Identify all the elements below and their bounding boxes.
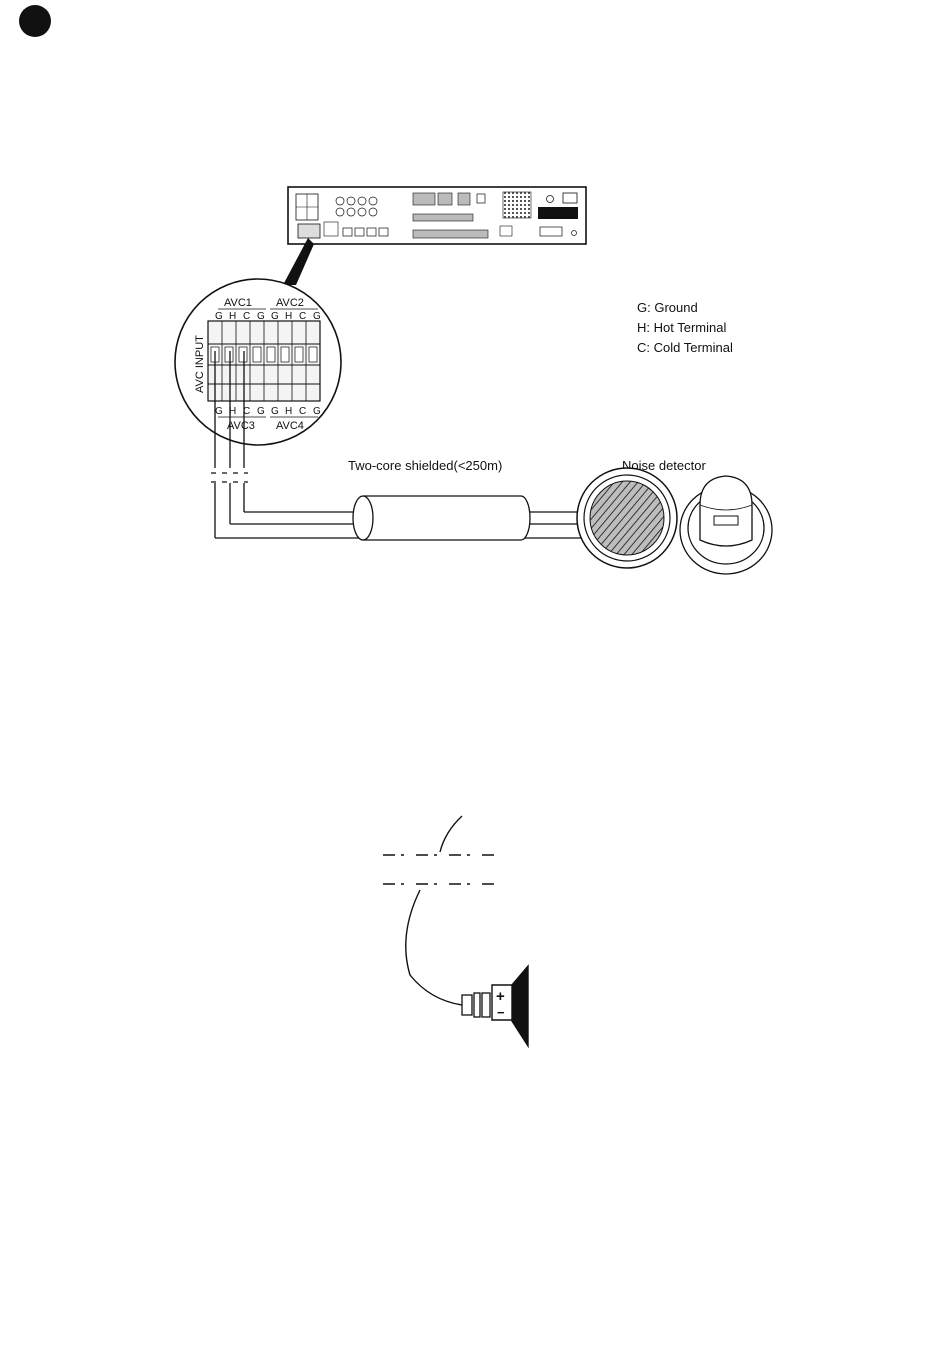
terminal-letter-bottom: G: [313, 406, 321, 417]
zoom-pointer: [283, 238, 314, 285]
noise-detector-side: [680, 476, 772, 574]
terminal-letter-top: G: [257, 311, 265, 322]
speaker-plus-label: +: [496, 988, 505, 1005]
terminal-letter-bottom: G: [215, 406, 223, 417]
terminal-letter-bottom: C: [299, 406, 306, 417]
terminal-letter-bottom: H: [285, 406, 292, 417]
speaker-minus-label: −: [497, 1005, 505, 1020]
legend-ground: G: Ground: [637, 298, 733, 318]
avc-input-label: AVC INPUT: [194, 335, 206, 393]
channel-label-avc3: AVC3: [227, 420, 255, 432]
channel-label-avc4: AVC4: [276, 420, 304, 432]
legend-hot-terminal: H: Hot Terminal: [637, 318, 733, 338]
avc-terminal-magnifier: AVC INPUT AVC1 AVC2 G H C G G H C G G H …: [175, 279, 341, 445]
terminal-letter-top: H: [285, 311, 292, 322]
speaker-wiring-diagram: + −: [383, 816, 528, 1046]
terminal-letter-top: C: [243, 311, 250, 322]
terminal-letter-bottom: G: [257, 406, 265, 417]
shielded-cable: [353, 496, 530, 540]
cable-label: Two-core shielded(<250m): [348, 458, 502, 473]
page-marker-dot: [19, 5, 51, 37]
terminal-letter-top: C: [299, 311, 306, 322]
terminal-letter-top: G: [215, 311, 223, 322]
amplifier-rear-panel: [288, 187, 586, 244]
channel-label-avc2: AVC2: [276, 297, 304, 309]
terminal-letter-top: H: [229, 311, 236, 322]
terminal-letter-bottom: G: [271, 406, 279, 417]
terminal-legend: G: Ground H: Hot Terminal C: Cold Termin…: [637, 298, 733, 358]
terminal-letter-top: G: [271, 311, 279, 322]
channel-label-avc1: AVC1: [224, 297, 252, 309]
noise-detector-front: [577, 468, 677, 568]
terminal-letter-top: G: [313, 311, 321, 322]
legend-cold-terminal: C: Cold Terminal: [637, 338, 733, 358]
